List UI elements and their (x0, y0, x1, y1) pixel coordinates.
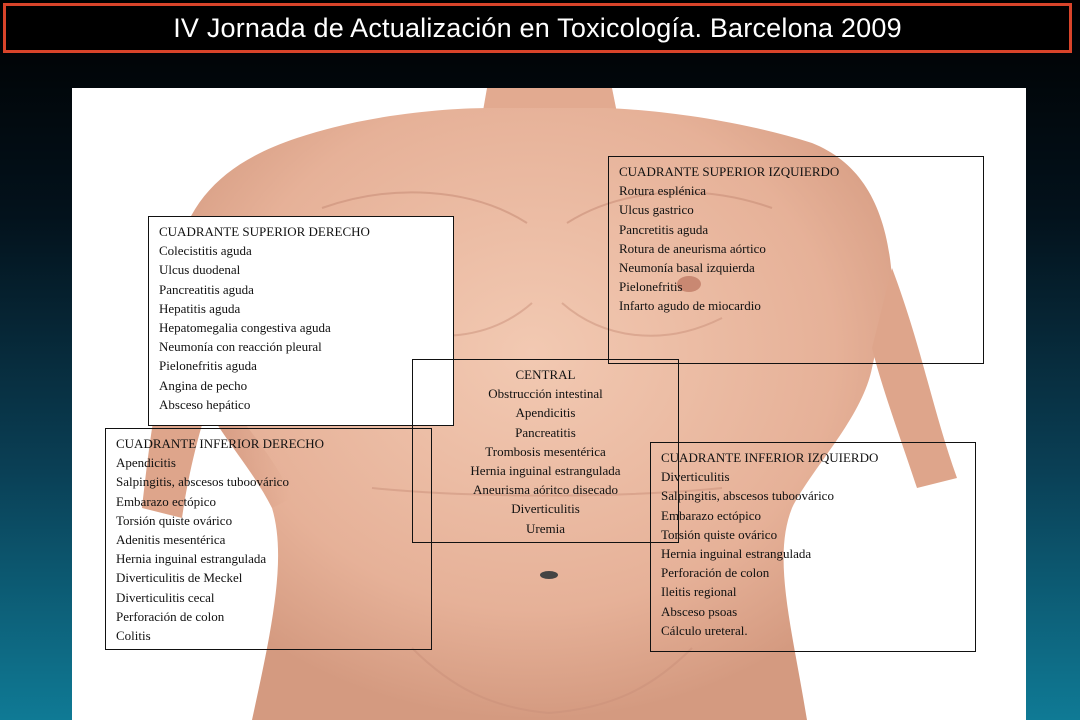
list-item: Salpingitis, abscesos tuboovárico (116, 474, 289, 490)
list-item: Diverticulitis de Meckel (116, 570, 243, 586)
list-item: Diverticulitis (661, 469, 730, 485)
list-item: Adenitis mesentérica (116, 532, 226, 548)
list-item: Hepatitis aguda (159, 300, 241, 316)
illustration-panel: CUADRANTE SUPERIOR DERECHO Colecistitis … (72, 88, 1026, 720)
list-item: Hepatomegalia congestiva aguda (159, 320, 331, 336)
list-item: Salpingitis, abscesos tuboovárico (661, 488, 834, 504)
quadrant-superior-derecho: CUADRANTE SUPERIOR DERECHO Colecistitis … (148, 216, 454, 426)
list-item: Obstrucción intestinal (488, 386, 603, 402)
quadrant-title: CUADRANTE SUPERIOR IZQUIERDO (619, 164, 840, 179)
list-item: Angina de pecho (159, 377, 248, 393)
list-item: Pielonefritis (619, 279, 683, 295)
list-item: Perforación de colon (116, 608, 225, 624)
list-item: Absceso psoas (661, 603, 738, 619)
list-item: Diverticulitis (511, 501, 580, 517)
list-item: Colitis (116, 628, 151, 644)
list-item: Rotura esplénica (619, 183, 706, 199)
list-item: Apendicitis (515, 405, 576, 421)
list-item: Pielonefritis aguda (159, 358, 257, 374)
list-item: Uremia (526, 520, 565, 536)
list-item: Diverticulitis cecal (116, 589, 215, 605)
list-item: Colecistitis aguda (159, 243, 252, 259)
list-item: Apendicitis (116, 455, 176, 471)
list-item: Aneurisma aóritco disecado (472, 482, 619, 498)
quadrant-inferior-derecho: CUADRANTE INFERIOR DERECHO Apendicitis S… (105, 428, 432, 650)
list-item: Ileitis regional (661, 584, 737, 600)
list-item: Hernia inguinal estrangulada (661, 546, 812, 562)
list-item: Trombosis mesentérica (485, 443, 606, 459)
list-item: Neumonía basal izquierda (619, 260, 755, 276)
title-bar: IV Jornada de Actualización en Toxicolog… (3, 3, 1072, 53)
list-item: Torsión quiste ovárico (661, 526, 778, 542)
quadrant-central: CENTRAL Obstrucción intestinal Apendicit… (412, 359, 679, 543)
list-item: Absceso hepático (159, 396, 251, 412)
list-item: Embarazo ectópico (661, 507, 761, 523)
list-item: Cálculo ureteral. (661, 622, 748, 638)
quadrant-title: CUADRANTE INFERIOR DERECHO (116, 436, 324, 451)
quadrant-inferior-izquierdo: CUADRANTE INFERIOR IZQUIERDO Diverticuli… (650, 442, 976, 652)
list-item: Neumonía con reacción pleural (159, 339, 322, 355)
quadrant-superior-izquierdo: CUADRANTE SUPERIOR IZQUIERDO Rotura espl… (608, 156, 984, 364)
list-item: Infarto agudo de miocardio (619, 298, 761, 314)
quadrant-title: CUADRANTE INFERIOR IZQUIERDO (661, 450, 879, 465)
quadrant-title: CUADRANTE SUPERIOR DERECHO (159, 224, 370, 239)
quadrant-title: CENTRAL (515, 367, 576, 382)
list-item: Embarazo ectópico (116, 493, 216, 509)
list-item: Ulcus duodenal (159, 262, 241, 278)
list-item: Pancreatitis (515, 424, 576, 440)
list-item: Hernia inguinal estrangulada (116, 551, 267, 567)
list-item: Torsión quiste ovárico (116, 512, 233, 528)
list-item: Pancretitis aguda (619, 221, 709, 237)
slide-title: IV Jornada de Actualización en Toxicolog… (173, 12, 902, 43)
list-item: Perforación de colon (661, 565, 770, 581)
list-item: Hernia inguinal estrangulada (470, 463, 621, 479)
list-item: Pancreatitis aguda (159, 281, 254, 297)
list-item: Rotura de aneurisma aórtico (619, 240, 766, 256)
list-item: Ulcus gastrico (619, 202, 694, 218)
